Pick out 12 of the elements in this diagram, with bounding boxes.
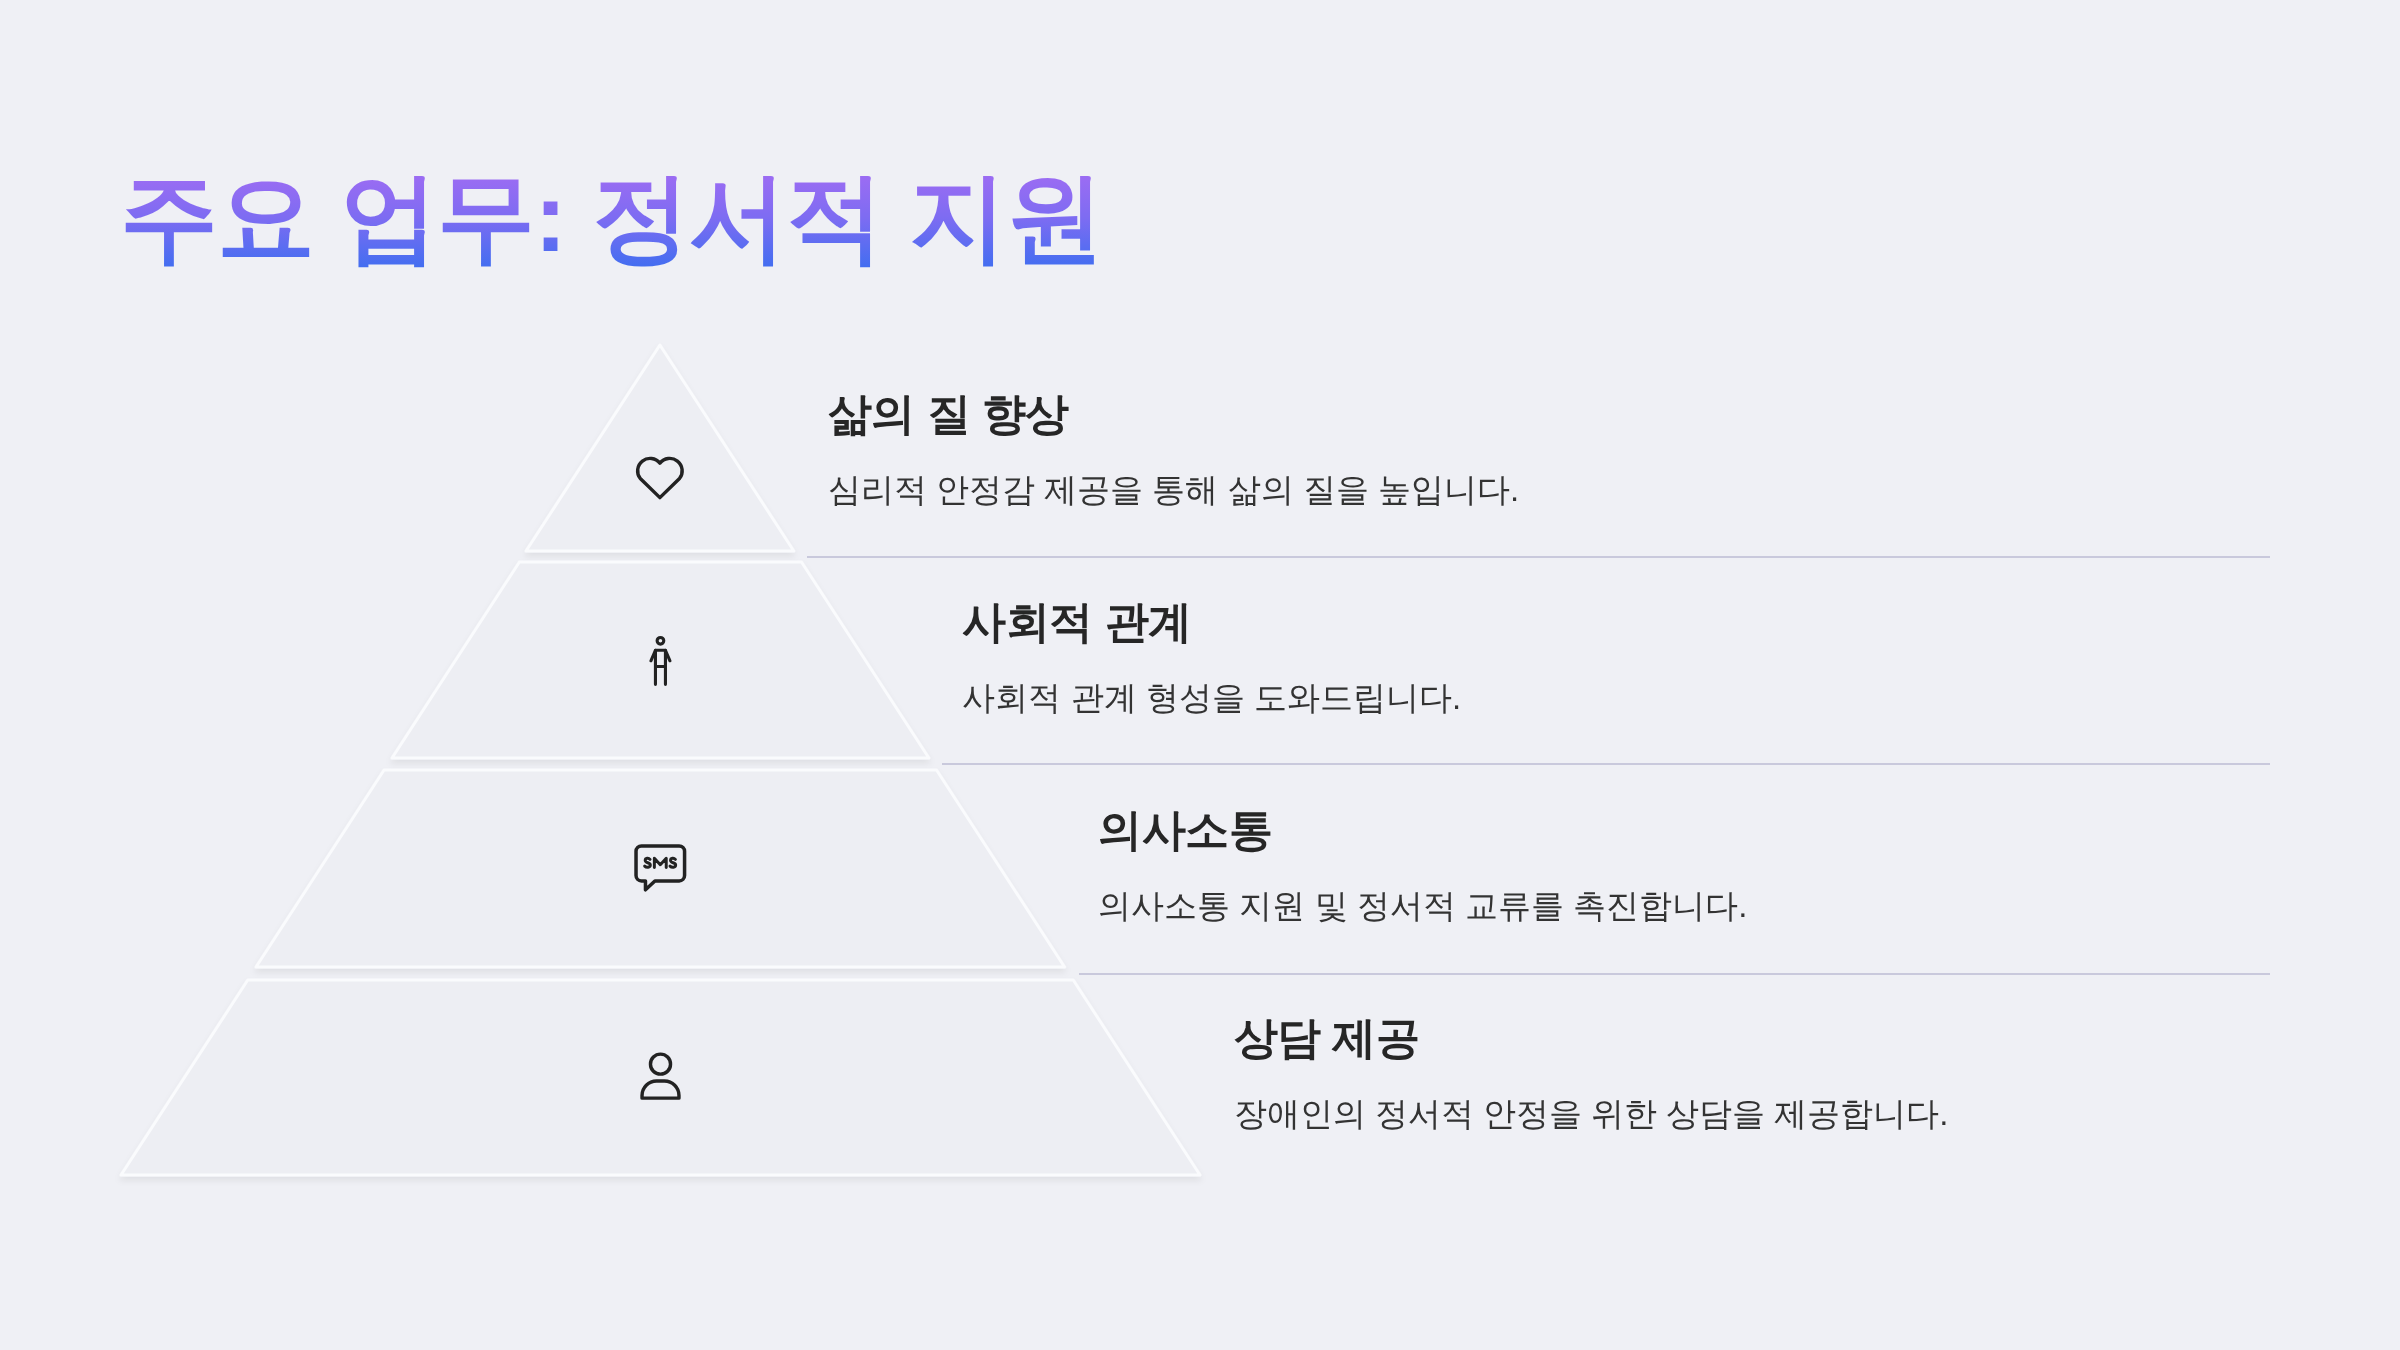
pyramid-tier <box>526 345 794 551</box>
pyramid-tier <box>255 770 1065 967</box>
tier-heading: 삶의 질 향상 <box>827 388 1069 440</box>
tier-description: 장애인의 정서적 안정을 위한 상담을 제공합니다. <box>1233 1094 1949 1134</box>
tier-heading: 의사소통 <box>1098 804 1273 856</box>
pyramid-tier <box>391 562 929 758</box>
tier-description: 의사소통 지원 및 정서적 교류를 촉진합니다. <box>1098 886 1748 926</box>
pyramid-tier <box>120 980 1200 1175</box>
tier-description: 사회적 관계 형성을 도와드립니다. <box>962 678 1462 718</box>
tier-heading: 상담 제공 <box>1233 1012 1420 1064</box>
tier-description: 심리적 안정감 제공을 통해 삶의 질을 높입니다. <box>827 470 1520 510</box>
tier-heading: 사회적 관계 <box>962 596 1192 648</box>
